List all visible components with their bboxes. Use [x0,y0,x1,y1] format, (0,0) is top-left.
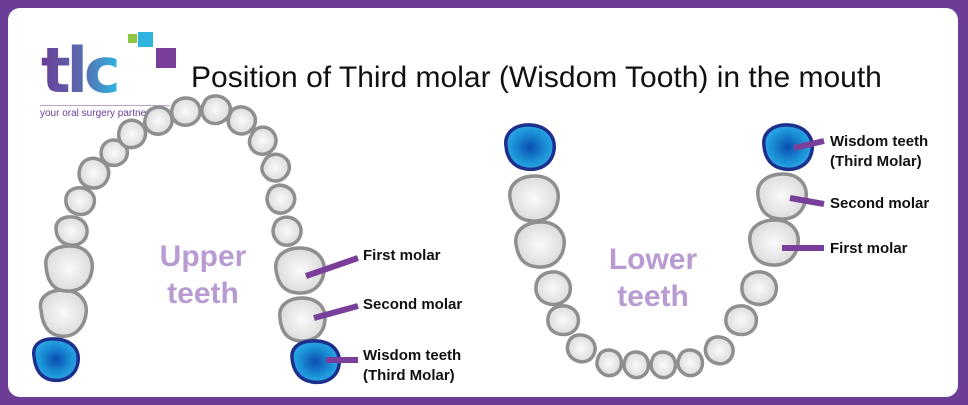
upper-right-incisor-2 [249,127,276,154]
upper-right-canine [267,185,295,213]
lower-right-premolar-2 [742,272,777,305]
upper-left-incisor-1 [145,107,172,134]
lower-second-molar-callout: Second molar [830,194,929,214]
upper-central-right [202,96,231,124]
upper-central-left [172,98,200,125]
lower-right-first-molar [750,220,798,265]
lower-left-first-molar [516,222,564,267]
teeth-illustration [8,8,958,397]
upper-wisdom-callout: Wisdom teeth (Third Molar) [363,346,461,386]
upper-right-lateral [262,154,290,181]
lower-left-premolar-1 [548,306,579,335]
lower-label-line1: Lower [598,241,708,278]
upper-right-premolar-1 [273,217,301,245]
upper-left-second-molar [40,290,86,336]
diagram-card: tlc your oral surgery partner Position o… [8,8,958,397]
lower-incisor-1 [597,350,621,376]
upper-wisdom-line1: Wisdom teeth [363,346,461,366]
upper-first-molar-callout: First molar [363,246,441,266]
lower-left-second-molar [510,176,558,221]
lower-incisor-4 [678,350,702,376]
upper-left-premolar-2 [56,217,87,245]
upper-left-wisdom-tooth [34,339,79,380]
lower-teeth-label: Lower teeth [598,241,708,315]
lower-left-canine [567,335,595,362]
upper-left-premolar-1 [66,188,95,215]
lower-first-molar-callout: First molar [830,239,908,259]
lower-left-wisdom-tooth [506,125,554,169]
lower-right-premolar-1 [726,306,757,335]
lower-right-canine [705,337,733,364]
upper-second-molar-callout: Second molar [363,295,462,315]
lower-wisdom-line1: Wisdom teeth [830,132,928,152]
upper-left-incisor-2 [119,120,146,147]
upper-label-line2: teeth [148,275,258,312]
upper-label-line1: Upper [148,238,258,275]
upper-left-first-molar [46,246,92,291]
lower-label-line2: teeth [598,278,708,315]
lower-left-premolar-2 [536,272,571,305]
upper-teeth-label: Upper teeth [148,238,258,312]
upper-wisdom-line2: (Third Molar) [363,366,461,386]
lower-incisor-3 [651,352,675,378]
lower-incisor-2 [624,352,648,378]
upper-right-incisor-1 [228,107,255,134]
lower-wisdom-line2: (Third Molar) [830,152,928,172]
lower-wisdom-callout: Wisdom teeth (Third Molar) [830,132,928,172]
